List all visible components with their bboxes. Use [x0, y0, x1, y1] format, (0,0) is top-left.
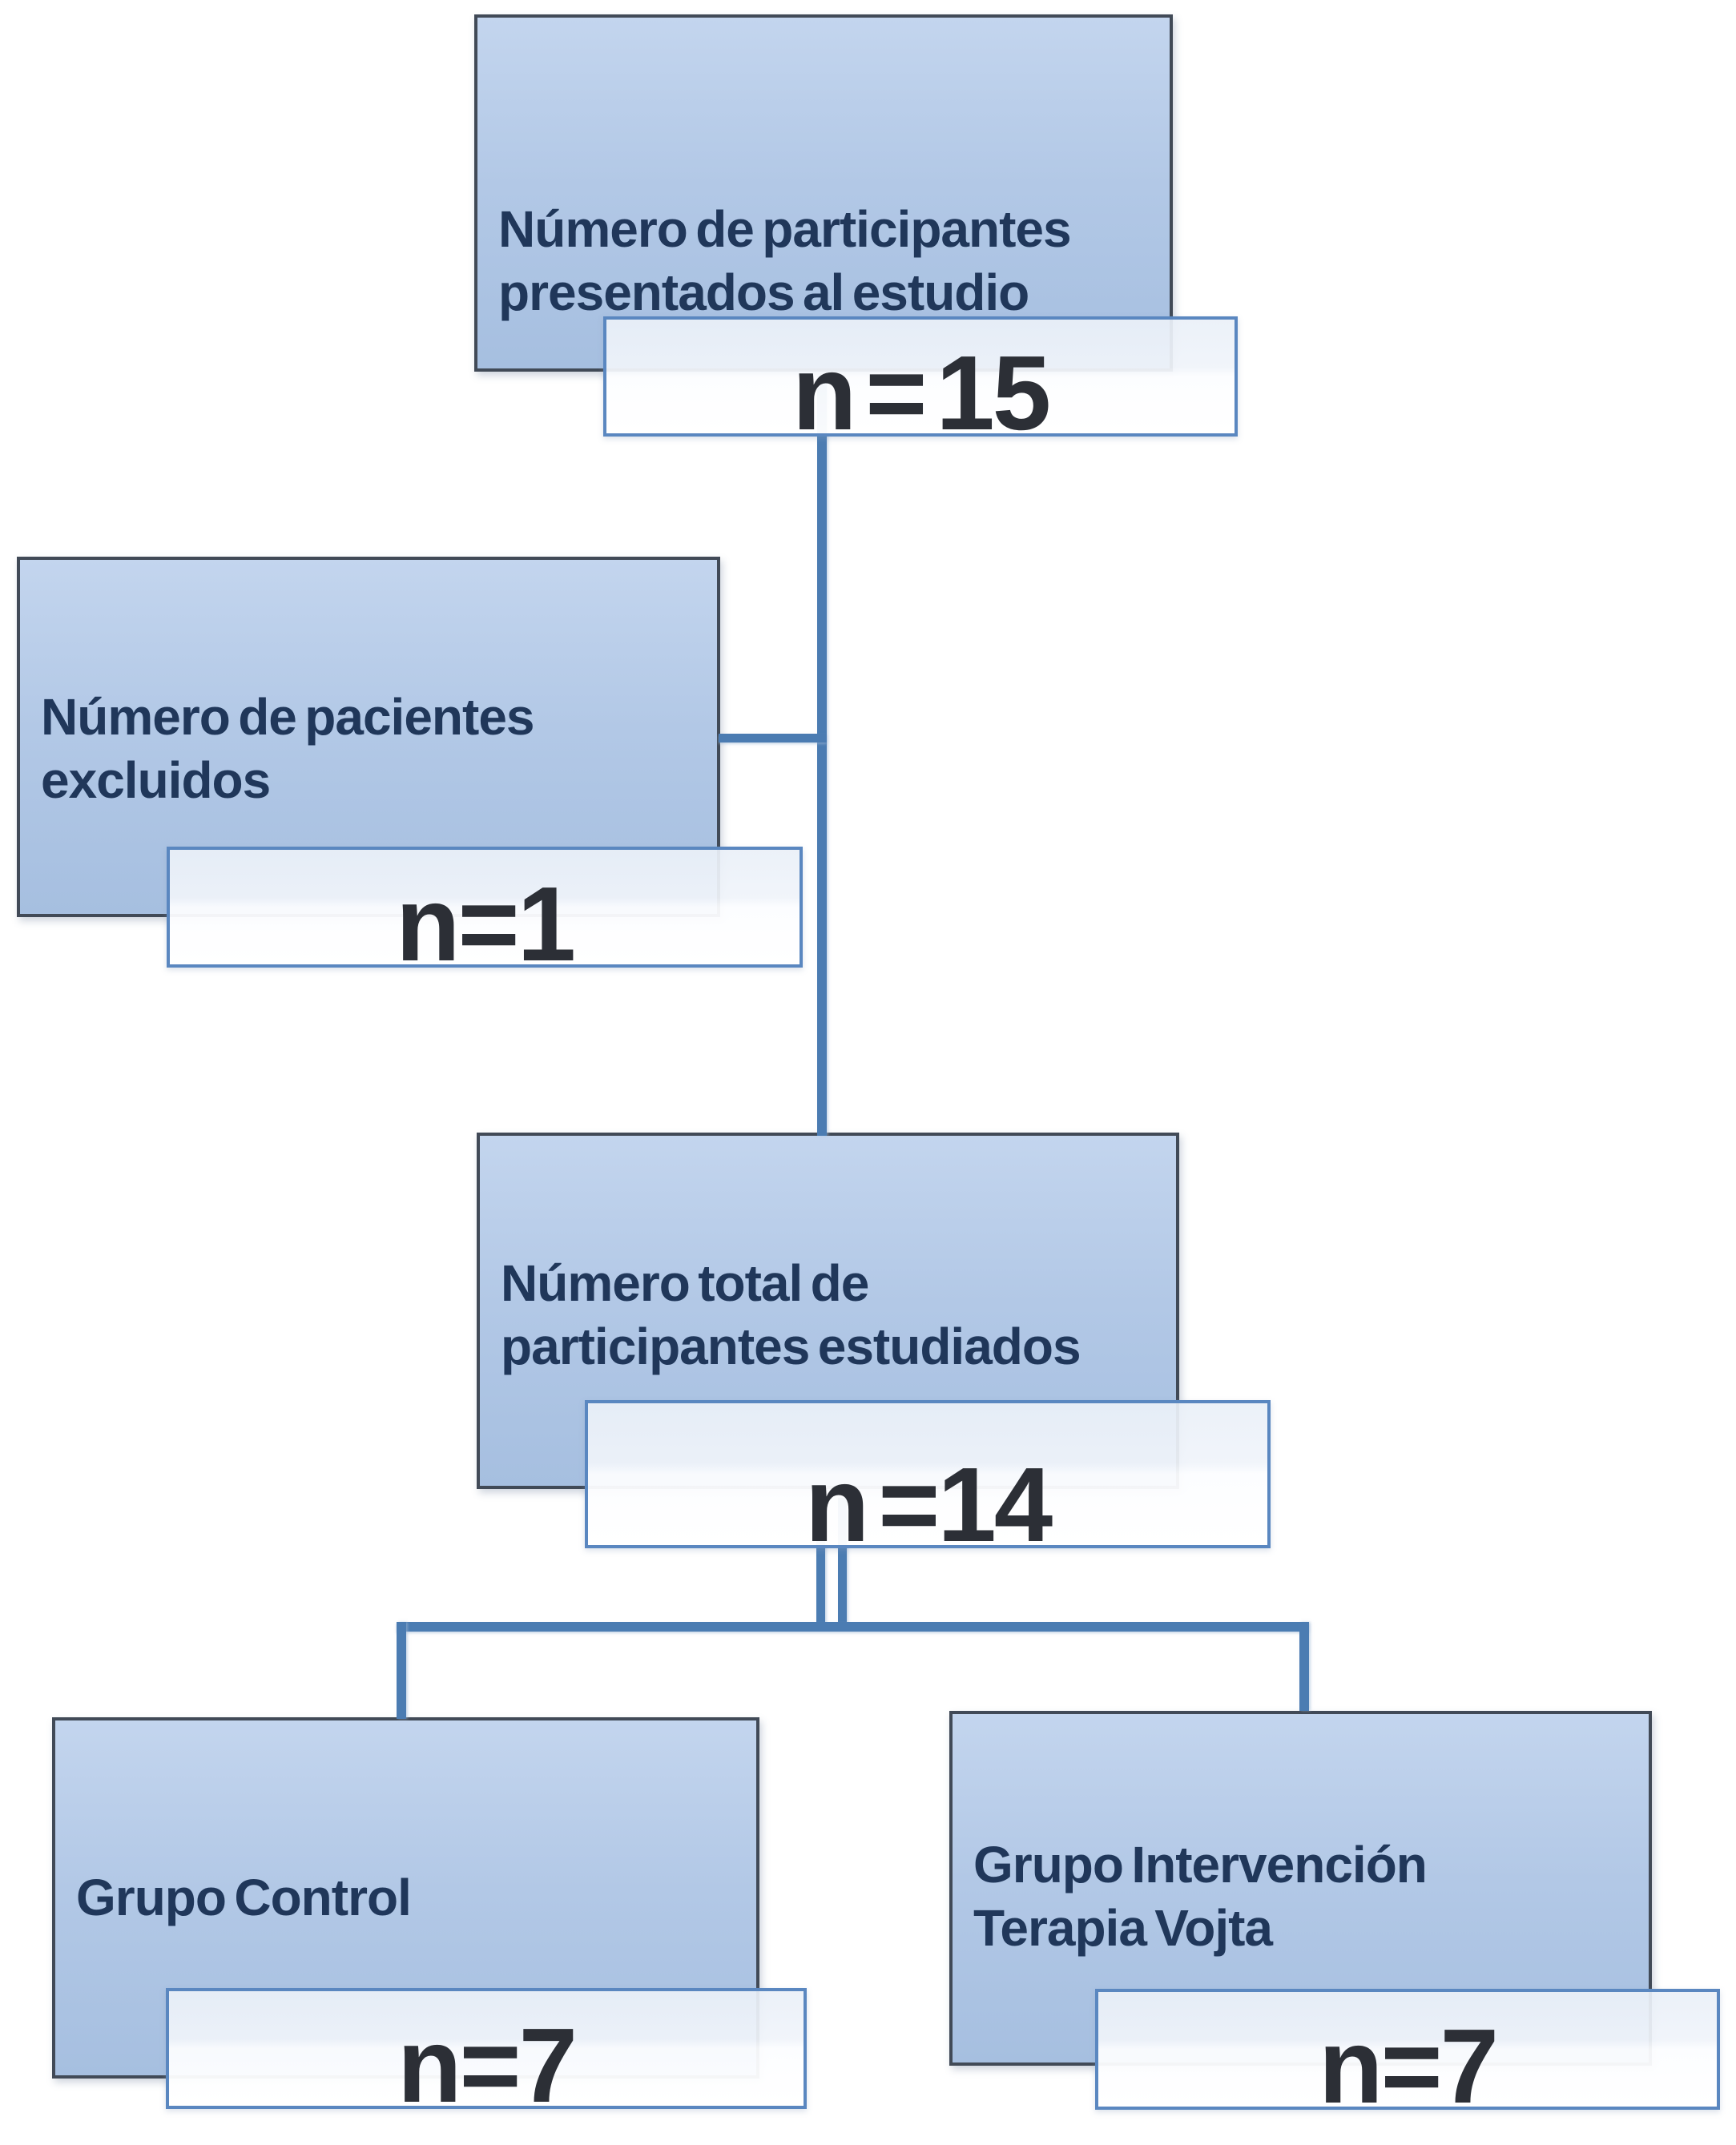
count-box-enrolled: n = 15	[603, 316, 1238, 446]
count-box-control-value: n=7	[397, 2006, 578, 2124]
flow-box-excluded-label-line2: excluidos	[41, 751, 271, 809]
flow-box-enrolled: Número de participantes presentados al e…	[474, 14, 1173, 372]
count-box-studied-value: n =14	[804, 1446, 1053, 1563]
connector-excluded-branch	[719, 734, 827, 742]
connector-split-horizontal	[397, 1622, 1309, 1632]
count-box-enrolled-value: n = 15	[791, 334, 1051, 452]
flow-box-studied-label-line1: Número total de	[501, 1254, 869, 1312]
flow-box-control-label-line1: Grupo Control	[76, 1869, 412, 1926]
count-box-control: n=7	[166, 1988, 807, 2119]
connector-drop-to-control	[397, 1622, 406, 1719]
count-box-intervention: n=7	[1095, 1989, 1720, 2119]
count-box-intervention-value: n=7	[1318, 2007, 1499, 2125]
flow-box-enrolled-label-line2: presentados al estudio	[498, 264, 1029, 321]
flow-box-excluded-label-line1: Número de pacientes	[41, 688, 535, 746]
connector-studied-double-line-left	[816, 1498, 825, 1628]
count-box-excluded: n=1	[167, 847, 803, 977]
count-box-excluded-value: n=1	[395, 865, 576, 983]
flow-box-intervention-label-line2: Terapia Vojta	[973, 1898, 1273, 1957]
connector-drop-to-intervention	[1299, 1622, 1309, 1711]
connector-studied-double-line-right	[838, 1498, 847, 1628]
flow-box-enrolled-label-line1: Número de participantes	[498, 200, 1072, 258]
count-box-studied: n =14	[585, 1400, 1271, 1558]
connector-enrolled-to-studied	[817, 376, 827, 1136]
flow-box-intervention-label-line1: Grupo Intervención	[973, 1835, 1428, 1893]
flow-box-studied-label-line2: participantes estudiados	[501, 1317, 1081, 1375]
